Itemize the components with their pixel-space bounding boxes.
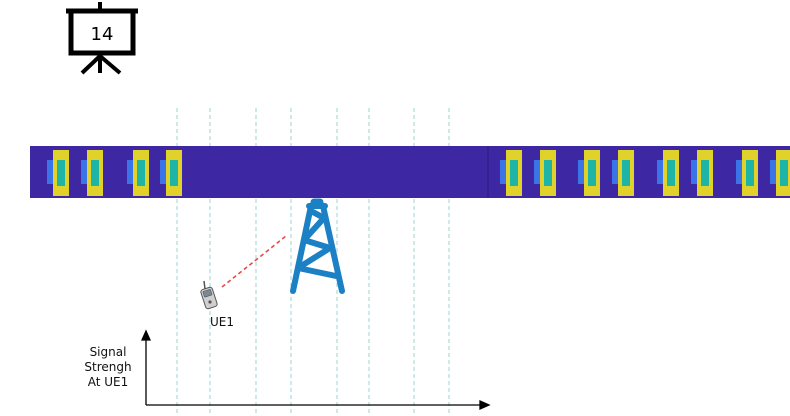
band-block (534, 150, 556, 196)
band-block (612, 150, 634, 196)
band-block (127, 150, 149, 196)
band-block (578, 150, 600, 196)
slide-number: 14 (91, 24, 114, 45)
band-block (500, 150, 522, 196)
mobile-phone-icon (200, 280, 218, 310)
band-block (770, 150, 790, 196)
ylabel-line-1: Signal (89, 345, 127, 359)
ylabel-line-3: At UE1 (87, 375, 129, 389)
radio-link (221, 235, 287, 288)
ylabel-line-2: Strengh (84, 360, 132, 374)
band-block (81, 150, 103, 196)
band-block (47, 150, 69, 196)
signal-axis-label: Signal Strengh At UE1 (72, 345, 144, 390)
band-block (736, 150, 758, 196)
band-block (657, 150, 679, 196)
signal-axes (140, 329, 491, 411)
band-blocks (47, 150, 790, 196)
band-block (691, 150, 713, 196)
cell-tower-icon (290, 198, 345, 294)
projector-screen-icon (66, 2, 138, 75)
ue-label: UE1 (210, 315, 234, 329)
band-block (160, 150, 182, 196)
